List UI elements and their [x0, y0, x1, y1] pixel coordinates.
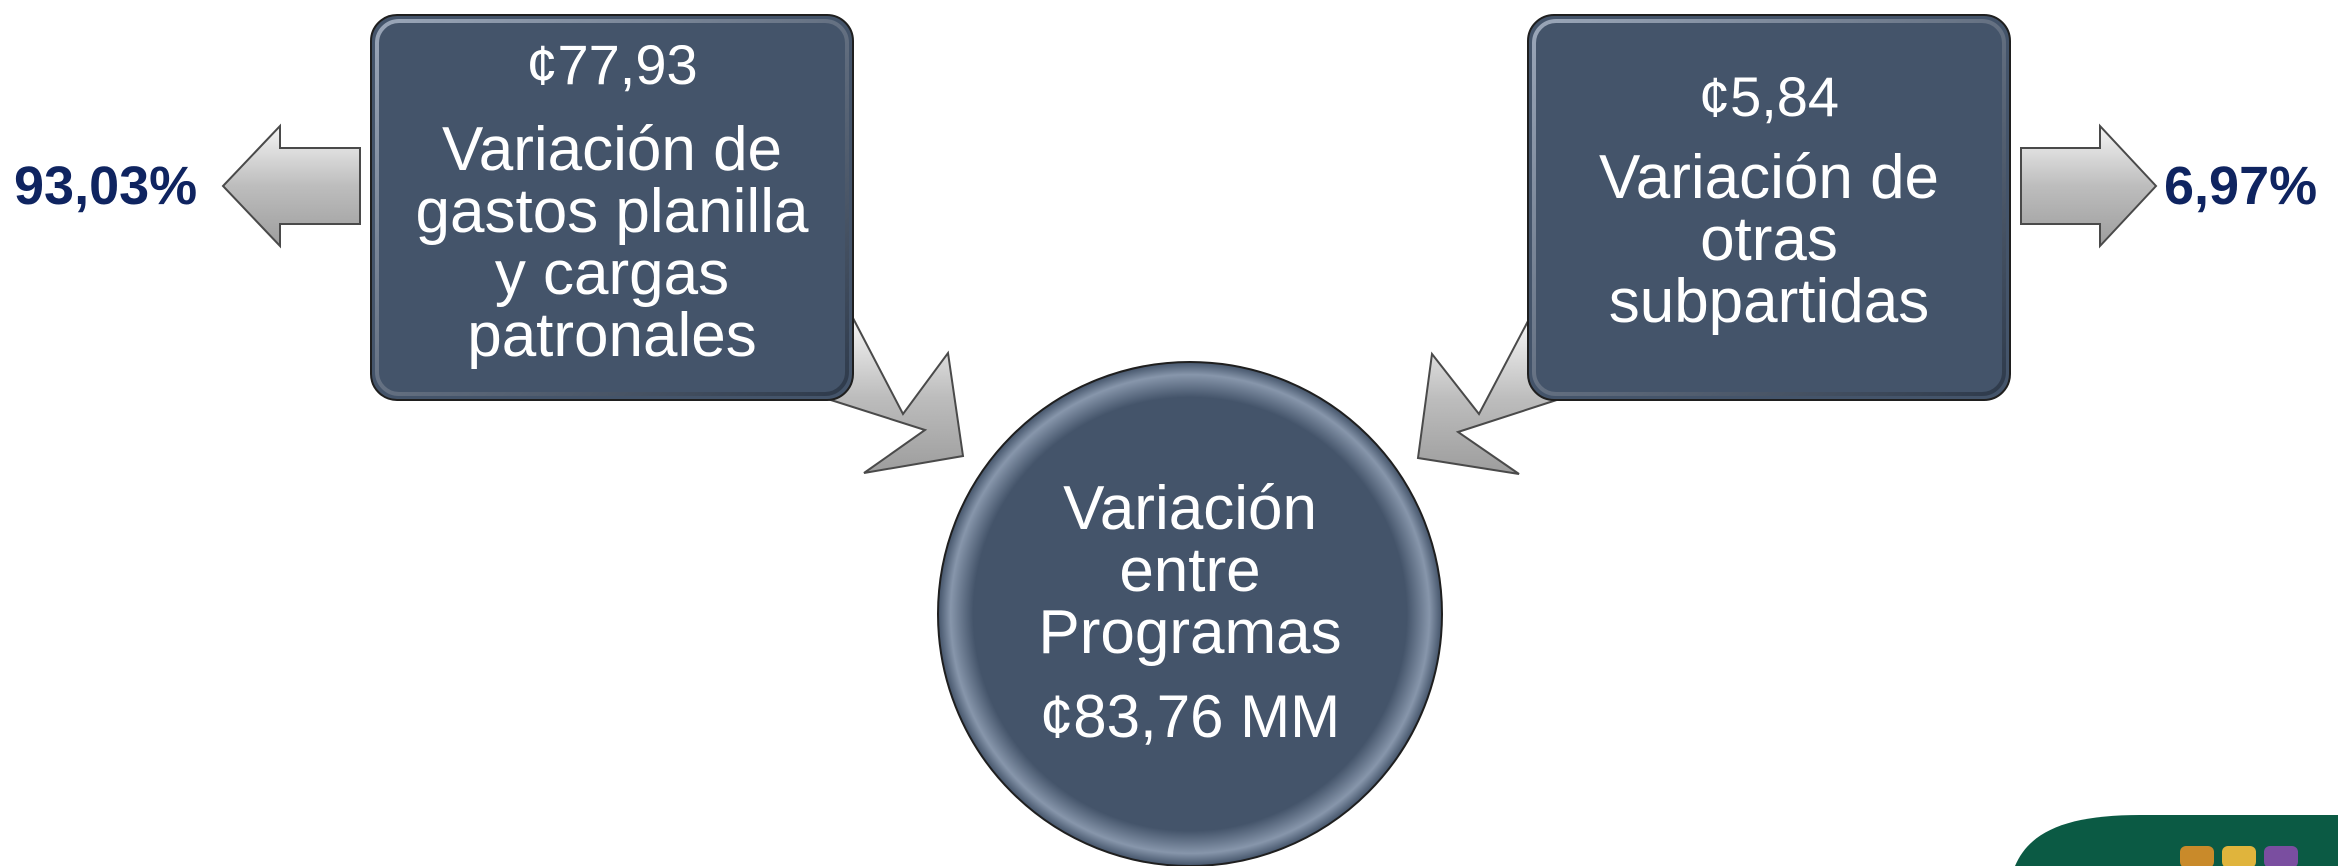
right-box-content: ¢5,84 Variación de otras subpartidas: [1534, 65, 2004, 336]
right-box: [1527, 14, 2011, 401]
right-arrow-icon: [2020, 123, 2158, 249]
left-percentage: 93,03%: [14, 156, 198, 216]
right-percentage: 6,97%: [2164, 156, 2318, 216]
center-amount: ¢83,76 MM: [1039, 683, 1341, 750]
left-box-description: Variación de gastos planilla y cargas pa…: [415, 114, 809, 370]
right-box-amount: ¢5,84: [1698, 65, 1840, 128]
left-arrow-icon: [221, 123, 361, 249]
logo-icon: [2015, 815, 2338, 866]
left-box-amount: ¢77,93: [526, 33, 698, 96]
center-circle: [937, 361, 1443, 866]
center-label: Variación entre Programas: [1038, 474, 1342, 667]
left-box-content: ¢77,93 Variación de gastos planilla y ca…: [377, 33, 847, 370]
left-box: [370, 14, 854, 401]
left-box-bevel: [375, 19, 849, 396]
right-box-description: Variación de otras subpartidas: [1598, 142, 1940, 336]
right-box-bevel: [1532, 19, 2006, 396]
